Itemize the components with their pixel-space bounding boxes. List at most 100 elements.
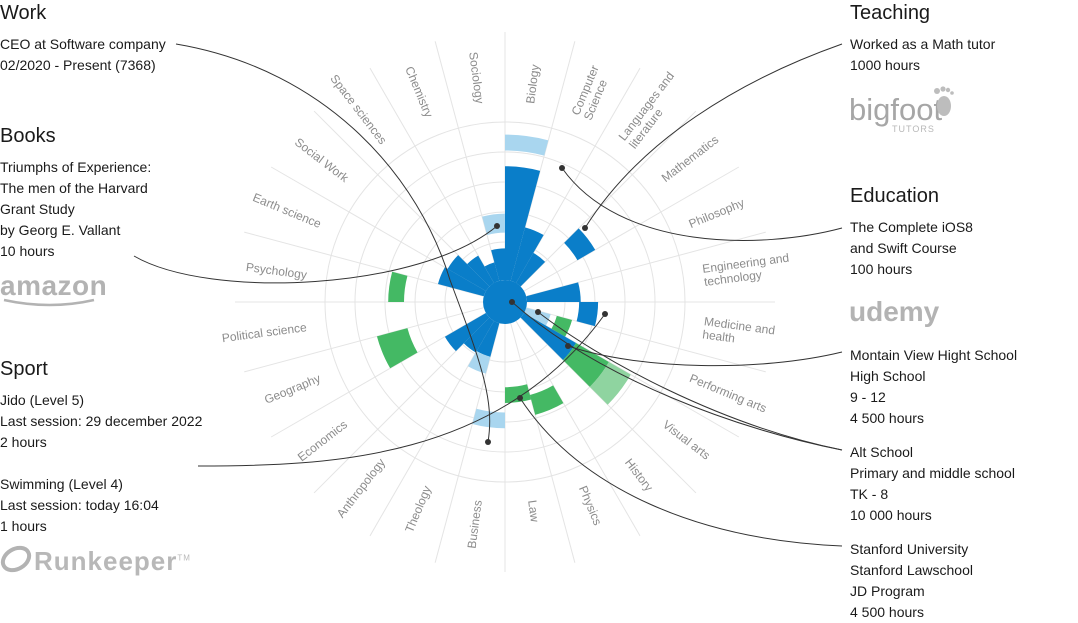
segment-biology — [505, 134, 549, 156]
grid-spoke — [369, 67, 495, 284]
sport-line: Last session: 29 december 2022 — [0, 413, 203, 429]
segment-sociology — [491, 248, 505, 281]
category-label: Biology — [523, 64, 542, 105]
category-label: Earth science — [251, 190, 324, 231]
teaching-line: Worked as a Math tutor — [850, 36, 996, 52]
grid-spoke — [523, 166, 740, 292]
category-label: Anthropology — [334, 456, 388, 521]
school-line: 4 500 hours — [850, 604, 924, 620]
category-label: Theology — [402, 484, 434, 535]
segment-space-sciences — [467, 255, 494, 287]
education-section: Education The Complete iOS8 and Swift Co… — [850, 185, 973, 280]
books-line: Grant Study — [0, 201, 75, 217]
segment-anthropology — [463, 317, 494, 353]
connector-dot — [582, 225, 588, 231]
grid-spoke — [434, 323, 500, 563]
books-line: 10 hours — [0, 243, 55, 259]
segment-mathematics — [564, 228, 596, 261]
connector-alt-school-1 — [511, 301, 843, 451]
segment-earth-science — [437, 267, 486, 297]
grid-spoke — [515, 320, 641, 537]
category-label: Geography — [262, 371, 322, 407]
school-line: 9 - 12 — [850, 389, 886, 405]
segment-medicine-and-health — [576, 302, 599, 327]
category-label: Medicine andhealth — [702, 314, 776, 350]
segment-sociology — [482, 213, 505, 235]
school-stanford: Stanford University Stanford Lawschool J… — [850, 539, 973, 623]
category-label: History — [622, 456, 656, 494]
connector-education — [561, 167, 843, 241]
category-label: Space sciences — [327, 72, 389, 147]
books-line: The men of the Harvard — [0, 180, 148, 196]
segment-biology — [505, 166, 541, 281]
work-section: Work CEO at Software company 02/2020 - P… — [0, 2, 166, 76]
connector-dot — [565, 343, 571, 349]
grid-spoke — [520, 110, 697, 287]
footprint-icon — [934, 86, 954, 116]
school-line: Alt School — [850, 444, 914, 460]
grid-spoke — [270, 312, 487, 438]
connector-alt-school-2 — [537, 311, 843, 451]
connector-dot — [509, 299, 515, 305]
segment-geography — [376, 328, 418, 369]
segment-performing-arts — [551, 315, 573, 337]
connector-lines — [133, 43, 843, 547]
connector-dot — [494, 223, 500, 229]
segment-performing-arts — [524, 307, 551, 326]
segment-physics — [529, 385, 564, 415]
category-label: Visual arts — [660, 418, 713, 463]
category-label: Physics — [576, 484, 605, 528]
grid-spoke — [526, 231, 766, 297]
category-label: Social Work — [292, 135, 352, 186]
chart-hub — [483, 280, 527, 324]
education-line: The Complete iOS8 — [850, 219, 973, 235]
sport-line: Jido (Level 5) — [0, 392, 85, 408]
sport-title: Sport — [0, 358, 48, 380]
work-title: Work — [0, 2, 47, 24]
connector-sport — [197, 313, 606, 467]
school-montain-view: Montain View Hight School High School 9 … — [850, 345, 1017, 429]
work-line: CEO at Software company — [0, 36, 166, 52]
sport-line: 2 hours — [0, 434, 47, 450]
sport-line: 1 hours — [0, 518, 47, 534]
runkeeper-logo: RunkeeperTM — [34, 546, 191, 577]
segment-business — [472, 408, 505, 429]
connector-high-school — [567, 345, 843, 367]
grid-spoke — [434, 41, 500, 281]
category-label: Philosophy — [687, 196, 747, 231]
school-line: TK - 8 — [850, 486, 889, 502]
books-title: Books — [0, 125, 56, 147]
udemy-logo: udemy — [849, 296, 940, 327]
segment-visual-arts — [589, 361, 631, 405]
connector-dot — [517, 395, 523, 401]
segment-engineering-and-technology — [526, 282, 581, 302]
school-line: Primary and middle school — [850, 465, 1015, 481]
grid-spoke — [515, 67, 641, 284]
category-label: Sociology — [466, 51, 487, 104]
segment-computer-science — [510, 227, 544, 283]
grid-spoke — [244, 307, 484, 373]
runkeeper-shoe-icon — [0, 545, 32, 573]
school-alt: Alt School Primary and middle school TK … — [850, 442, 1015, 526]
category-label: Chemistry — [402, 64, 436, 119]
runkeeper-logo-text: Runkeeper — [34, 546, 178, 576]
category-label: Mathematics — [659, 133, 721, 186]
books-section: Books Triumphs of Experience: The men of… — [0, 125, 151, 262]
sport-line: Last session: today 16:04 — [0, 497, 159, 513]
sport-line: Swimming (Level 4) — [0, 476, 123, 492]
school-line: JD Program — [850, 583, 925, 599]
segment-visual-arts — [563, 343, 609, 387]
amazon-logo: amazon — [0, 270, 108, 301]
connector-teaching — [584, 43, 843, 229]
connector-dot — [485, 439, 491, 445]
education-line: 100 hours — [850, 261, 913, 277]
connector-dot — [535, 309, 541, 315]
category-label: Languages andliterature — [616, 69, 688, 151]
school-line: 10 000 hours — [850, 507, 932, 523]
connector-work — [175, 43, 491, 443]
category-label: Business — [465, 499, 485, 549]
connector-books — [133, 225, 498, 284]
school-line: Stanford University — [850, 541, 969, 557]
bigfoot-logo-sub: TUTORS — [892, 124, 935, 134]
